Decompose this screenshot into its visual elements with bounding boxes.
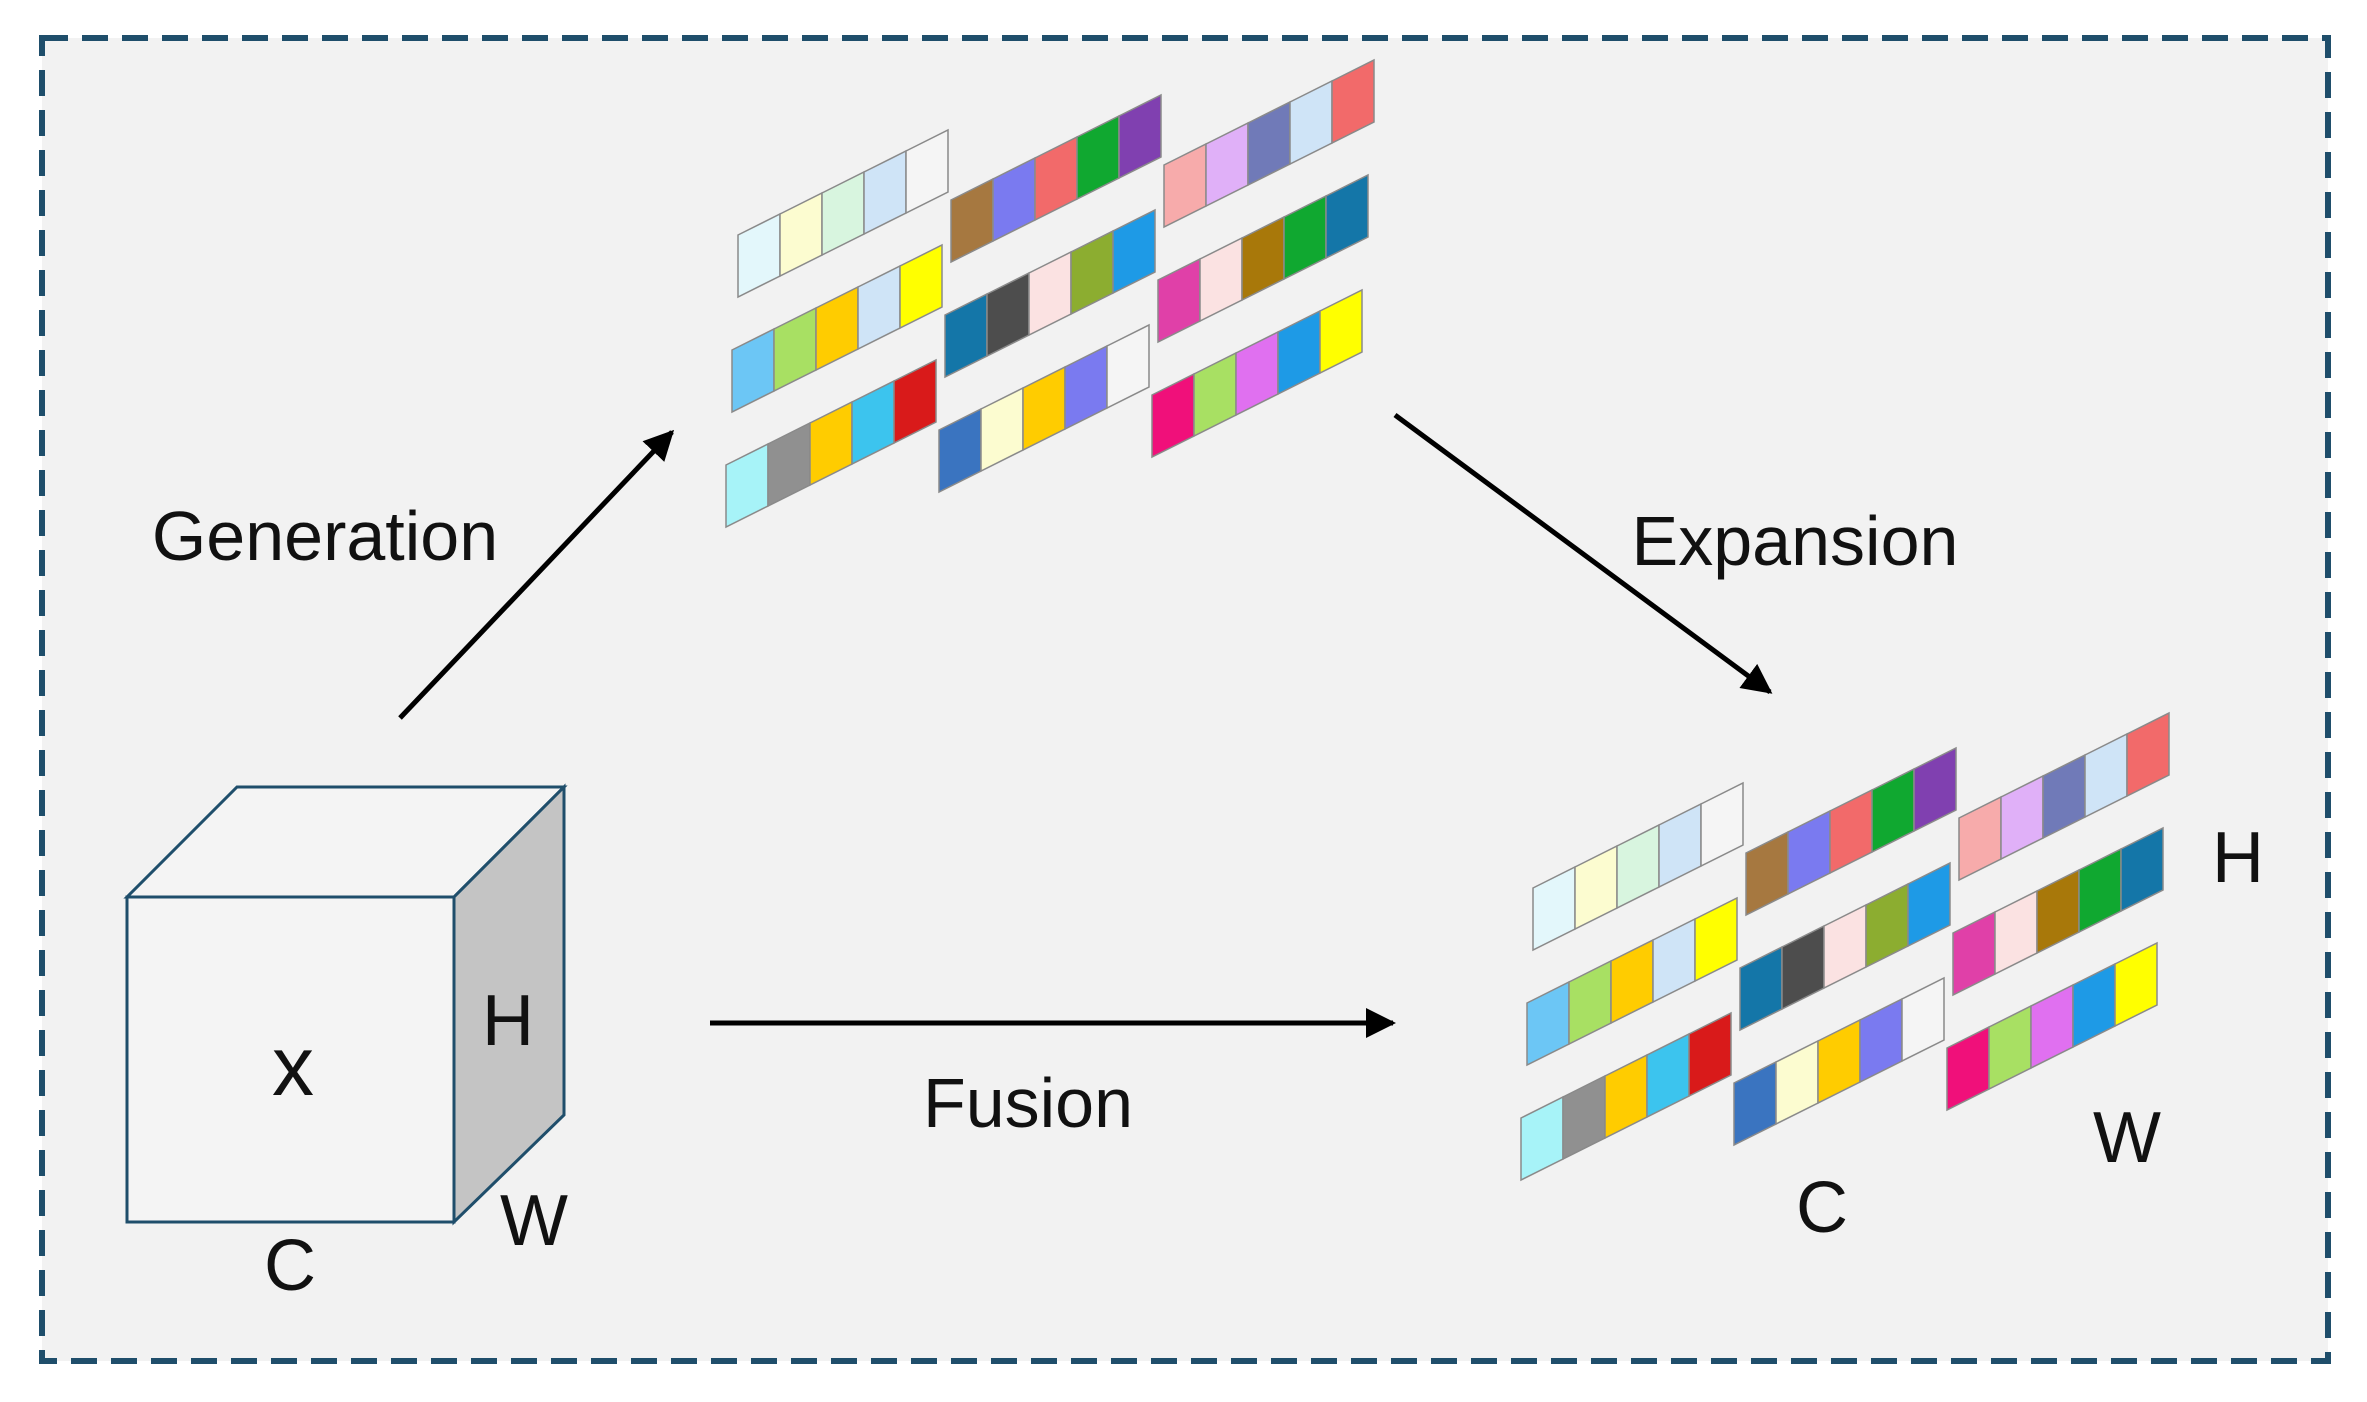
output-h-label: H — [2212, 818, 2264, 898]
expanded-cell-g3-r2-c5 — [2120, 826, 2164, 913]
cube-c-label: C — [264, 1226, 316, 1306]
expanded-cell-g1-r3-c5 — [1688, 1011, 1732, 1098]
generation-label: Generation — [152, 497, 498, 575]
expanded-cell-g1-r2-c5 — [1694, 896, 1738, 983]
expanded-cell-g3-r3-c5 — [2114, 941, 2158, 1028]
generated-cell-g3-r2-c5 — [1325, 173, 1369, 260]
generated-cell-g2-r2-c5 — [1112, 208, 1156, 295]
generated-feature-groups — [725, 58, 1375, 529]
cube-h-label: H — [482, 981, 534, 1061]
output-c-label: C — [1796, 1168, 1848, 1248]
generated-cell-g1-r2-c5 — [899, 243, 943, 330]
fusion-label: Fusion — [923, 1064, 1133, 1142]
expanded-cell-g2-r1-c5 — [1913, 746, 1957, 833]
expansion-label: Expansion — [1632, 502, 1959, 580]
cube-x-label: x — [272, 1019, 314, 1113]
generated-cell-g2-r1-c5 — [1118, 93, 1162, 180]
expanded-cell-g3-r1-c5 — [2126, 711, 2170, 798]
generated-cell-g3-r3-c5 — [1319, 288, 1363, 375]
expanded-cell-g2-r2-c5 — [1907, 861, 1951, 948]
generated-cell-g3-r1-c5 — [1331, 58, 1375, 145]
input-cube — [123, 783, 568, 1226]
generation-arrow — [398, 429, 675, 720]
generated-cell-g2-r3-c5 — [1106, 323, 1150, 410]
cube-w-label: W — [500, 1181, 568, 1261]
expanded-feature-groups — [1520, 711, 2170, 1182]
expanded-cell-g1-r1-c5 — [1700, 781, 1744, 868]
cube-front-face — [125, 895, 456, 1224]
generated-cell-g1-r1-c5 — [905, 128, 949, 215]
expansion-arrow — [1393, 412, 1773, 695]
generated-cell-g1-r3-c5 — [893, 358, 937, 445]
expanded-cell-g2-r3-c5 — [1901, 976, 1945, 1063]
output-w-label: W — [2093, 1098, 2161, 1178]
